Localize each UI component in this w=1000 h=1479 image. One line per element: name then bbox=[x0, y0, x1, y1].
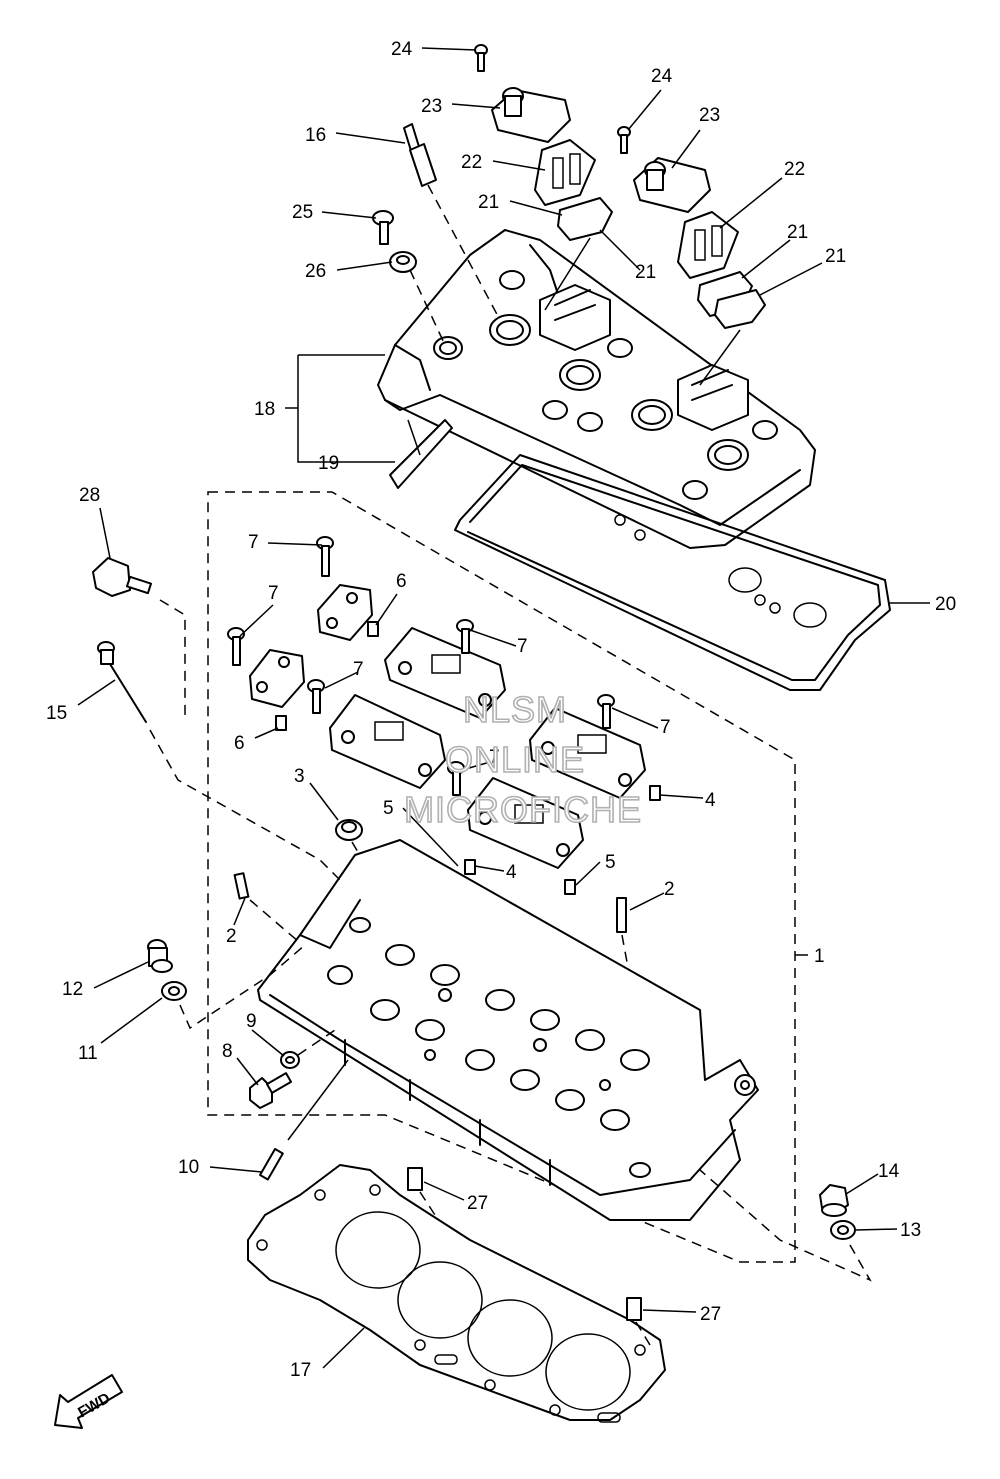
coil-cap-23b bbox=[633, 157, 711, 213]
callout-8: 8 bbox=[222, 1041, 233, 1062]
cam-cap-lower-mid bbox=[307, 679, 446, 789]
callout-13: 13 bbox=[900, 1220, 921, 1241]
callout-18: 18 bbox=[254, 399, 275, 420]
cam-cap-lower-left bbox=[227, 627, 305, 708]
dowel-6b bbox=[275, 715, 287, 731]
callout-16: 16 bbox=[305, 125, 326, 146]
callout-7: 7 bbox=[248, 532, 259, 553]
callout-6: 6 bbox=[234, 733, 245, 754]
coil-cap-23a bbox=[491, 87, 571, 143]
callout-labels: 24 23 24 23 16 22 22 21 21 21 21 25 26 1… bbox=[46, 39, 956, 1381]
bolt-25 bbox=[372, 210, 394, 245]
connector-21b bbox=[697, 271, 766, 386]
stud-10 bbox=[259, 1059, 349, 1181]
callout-21: 21 bbox=[635, 262, 656, 283]
bolt-24a bbox=[474, 44, 488, 72]
union-bolt-12 bbox=[147, 939, 173, 973]
callout-2: 2 bbox=[226, 926, 237, 947]
callout-21: 21 bbox=[825, 246, 846, 267]
callout-7: 7 bbox=[489, 747, 500, 768]
head-cover-gasket bbox=[454, 454, 891, 691]
grommet-26 bbox=[389, 251, 446, 346]
bolt-24b bbox=[617, 126, 631, 154]
callout-19: 19 bbox=[318, 453, 339, 474]
callout-3: 3 bbox=[294, 766, 305, 787]
cam-cap-upper-left bbox=[316, 536, 373, 641]
bolt-15 bbox=[97, 641, 341, 881]
callout-21: 21 bbox=[787, 222, 808, 243]
cylinder-head-gasket bbox=[247, 1164, 666, 1423]
callout-5: 5 bbox=[383, 798, 394, 819]
union-bolt-14 bbox=[819, 1184, 849, 1217]
callout-7: 7 bbox=[268, 583, 279, 604]
dowel-6a bbox=[367, 621, 379, 637]
bolt-28 bbox=[92, 557, 186, 720]
callout-27: 27 bbox=[700, 1304, 721, 1325]
dowel-5b bbox=[564, 879, 576, 895]
callout-27: 27 bbox=[467, 1193, 488, 1214]
callout-23: 23 bbox=[421, 96, 442, 117]
washer-13 bbox=[699, 1169, 872, 1282]
callout-7: 7 bbox=[660, 717, 671, 738]
bolt-8 bbox=[249, 1072, 293, 1109]
dowel-27a bbox=[407, 1167, 436, 1216]
dowel-4b bbox=[464, 859, 476, 875]
cam-cap-upper-right bbox=[529, 694, 646, 799]
callout-22: 22 bbox=[784, 159, 805, 180]
callout-23: 23 bbox=[699, 105, 720, 126]
callout-1: 1 bbox=[814, 946, 825, 967]
callout-4: 4 bbox=[506, 862, 517, 883]
callout-22: 22 bbox=[461, 152, 482, 173]
callout-11: 11 bbox=[78, 1043, 98, 1064]
washer-9 bbox=[280, 1029, 336, 1069]
callout-21: 21 bbox=[478, 192, 499, 213]
watermark-line-3: MICROFICHE bbox=[404, 789, 642, 830]
callout-10: 10 bbox=[178, 1157, 199, 1178]
assembly-boundary bbox=[207, 491, 796, 1263]
callout-5: 5 bbox=[605, 852, 616, 873]
callout-26: 26 bbox=[305, 261, 326, 282]
leader-lines bbox=[77, 47, 930, 1369]
callout-17: 17 bbox=[290, 1360, 311, 1381]
spark-plug bbox=[403, 123, 501, 321]
callout-24: 24 bbox=[391, 39, 413, 60]
callout-14: 14 bbox=[878, 1161, 900, 1182]
cylinder-head-cover bbox=[377, 229, 816, 549]
cam-cap-lower-right bbox=[447, 761, 584, 869]
cam-cap-upper-mid bbox=[384, 619, 506, 719]
callout-7: 7 bbox=[517, 636, 528, 657]
cylinder-head bbox=[257, 839, 759, 1221]
watermark: NLSM ONLINE MICROFICHE bbox=[403, 688, 642, 831]
washer-11 bbox=[161, 944, 306, 1030]
bracket bbox=[389, 419, 453, 489]
callout-24: 24 bbox=[651, 66, 673, 87]
callout-2: 2 bbox=[664, 879, 675, 900]
callout-20: 20 bbox=[935, 594, 956, 615]
callout-4: 4 bbox=[705, 790, 716, 811]
callout-6: 6 bbox=[396, 571, 407, 592]
seal-22b bbox=[677, 211, 739, 279]
callout-15: 15 bbox=[46, 703, 67, 724]
dowel-4a bbox=[649, 785, 661, 801]
callout-12: 12 bbox=[62, 979, 83, 1000]
callout-7: 7 bbox=[353, 659, 364, 680]
callout-9: 9 bbox=[246, 1011, 257, 1032]
watermark-line-1: NLSM bbox=[463, 689, 567, 730]
watermark-line-2: ONLINE bbox=[445, 739, 585, 780]
callout-28: 28 bbox=[79, 485, 100, 506]
seal-22a bbox=[534, 139, 596, 206]
dowel-27b bbox=[626, 1297, 651, 1346]
callout-25: 25 bbox=[292, 202, 313, 223]
